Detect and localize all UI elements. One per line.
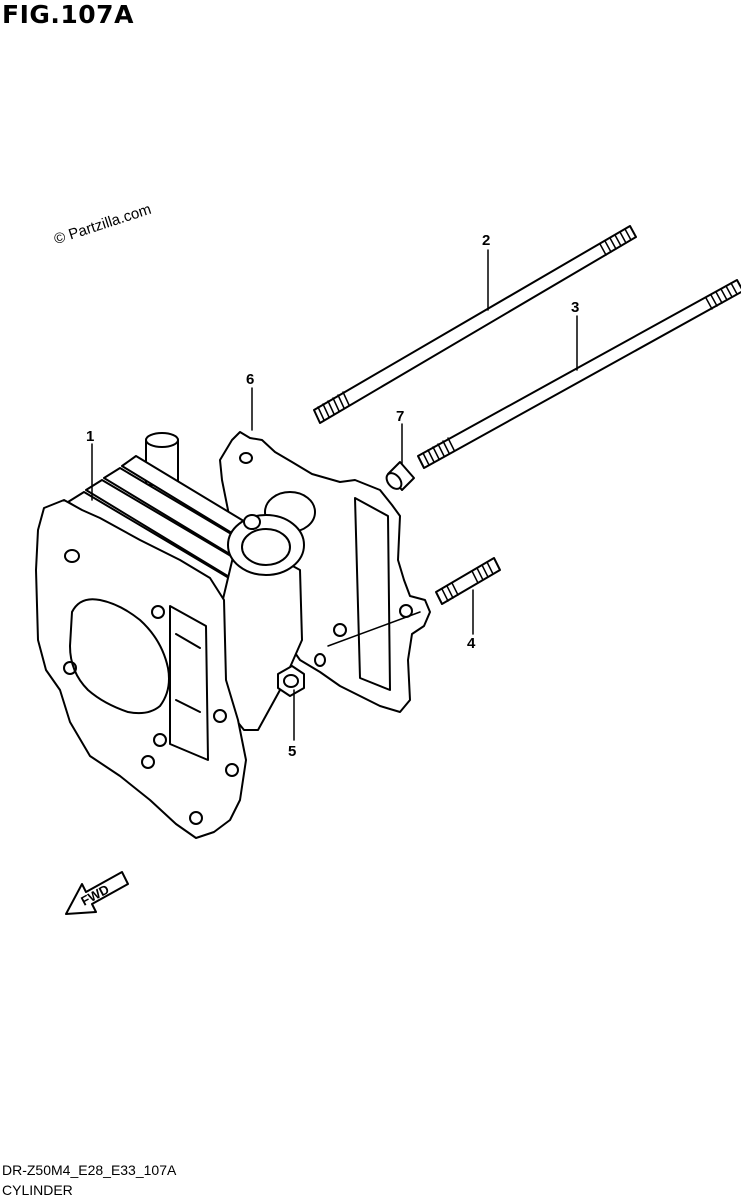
callout-2: 2 xyxy=(482,232,490,249)
figure-title: FIG.107A xyxy=(2,0,134,29)
callout-4: 4 xyxy=(467,635,476,652)
stud-bolt-4[interactable] xyxy=(435,557,501,605)
callout-3: 3 xyxy=(571,299,579,316)
stud-bolt-2[interactable] xyxy=(313,225,637,424)
callout-6: 6 xyxy=(246,371,254,388)
figure-code: DR-Z50M4_E28_E33_107A xyxy=(2,1162,177,1178)
figure-name: CYLINDER xyxy=(2,1182,73,1198)
nut-5[interactable] xyxy=(277,665,305,697)
callout-5: 5 xyxy=(288,743,296,760)
leader-lines xyxy=(91,249,578,741)
stud-bolt-3[interactable] xyxy=(417,279,741,469)
callout-7: 7 xyxy=(396,408,404,425)
callout-1: 1 xyxy=(86,428,94,445)
forward-arrow-icon: FWD xyxy=(65,871,129,915)
dowel-pin-7[interactable] xyxy=(384,461,415,492)
